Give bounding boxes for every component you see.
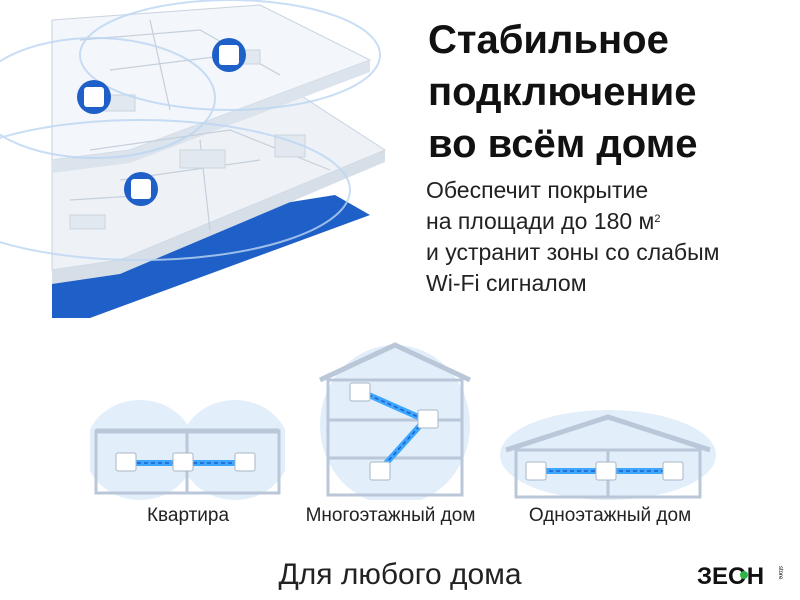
description-line: Wi-Fi сигналом <box>426 270 587 296</box>
mesh-unit-icon <box>124 172 158 206</box>
hero-headline: Стабильное подключение во всём доме <box>428 14 698 170</box>
scenario-label-singlestorey: Одноэтажный дом <box>528 505 692 526</box>
logo-text: ЗЕОН <box>697 563 764 588</box>
headline-line: Стабильное <box>428 18 669 62</box>
mesh-unit-icon <box>417 409 439 429</box>
mesh-unit-icon <box>172 452 194 472</box>
zeon-logo: ЗЕОН store <box>697 563 783 588</box>
scenario-label-apartment: Квартира <box>146 505 230 526</box>
logo-vertical-text: store <box>777 566 783 580</box>
mesh-unit-icon <box>115 452 137 472</box>
hero-description: Обеспечит покрытие на площади до 180 м2 … <box>426 175 719 299</box>
mesh-unit-icon <box>662 461 684 481</box>
scenario-label-multistorey: Многоэтажный дом <box>305 505 476 526</box>
description-line: на площади до 180 м2 <box>426 208 661 234</box>
description-line: Обеспечит покрытие <box>426 177 649 203</box>
headline-line: подключение <box>428 70 697 114</box>
headline-line: во всём доме <box>428 122 698 166</box>
mesh-unit-icon <box>77 80 111 114</box>
multistorey-house-illustration <box>318 342 472 500</box>
mesh-unit-icon <box>525 461 547 481</box>
footer-title: Для любого дома <box>278 558 522 591</box>
singlestorey-house-illustration <box>500 410 716 500</box>
description-line: и устранит зоны со слабым <box>426 239 720 265</box>
mesh-unit-icon <box>234 452 256 472</box>
superscript: 2 <box>654 213 661 225</box>
mesh-unit-icon <box>595 461 617 481</box>
mesh-unit-icon <box>212 38 246 72</box>
mesh-unit-icon <box>349 382 371 402</box>
apartment-illustration <box>90 400 285 500</box>
hero-house-illustration <box>0 0 387 318</box>
mesh-unit-icon <box>369 461 391 481</box>
